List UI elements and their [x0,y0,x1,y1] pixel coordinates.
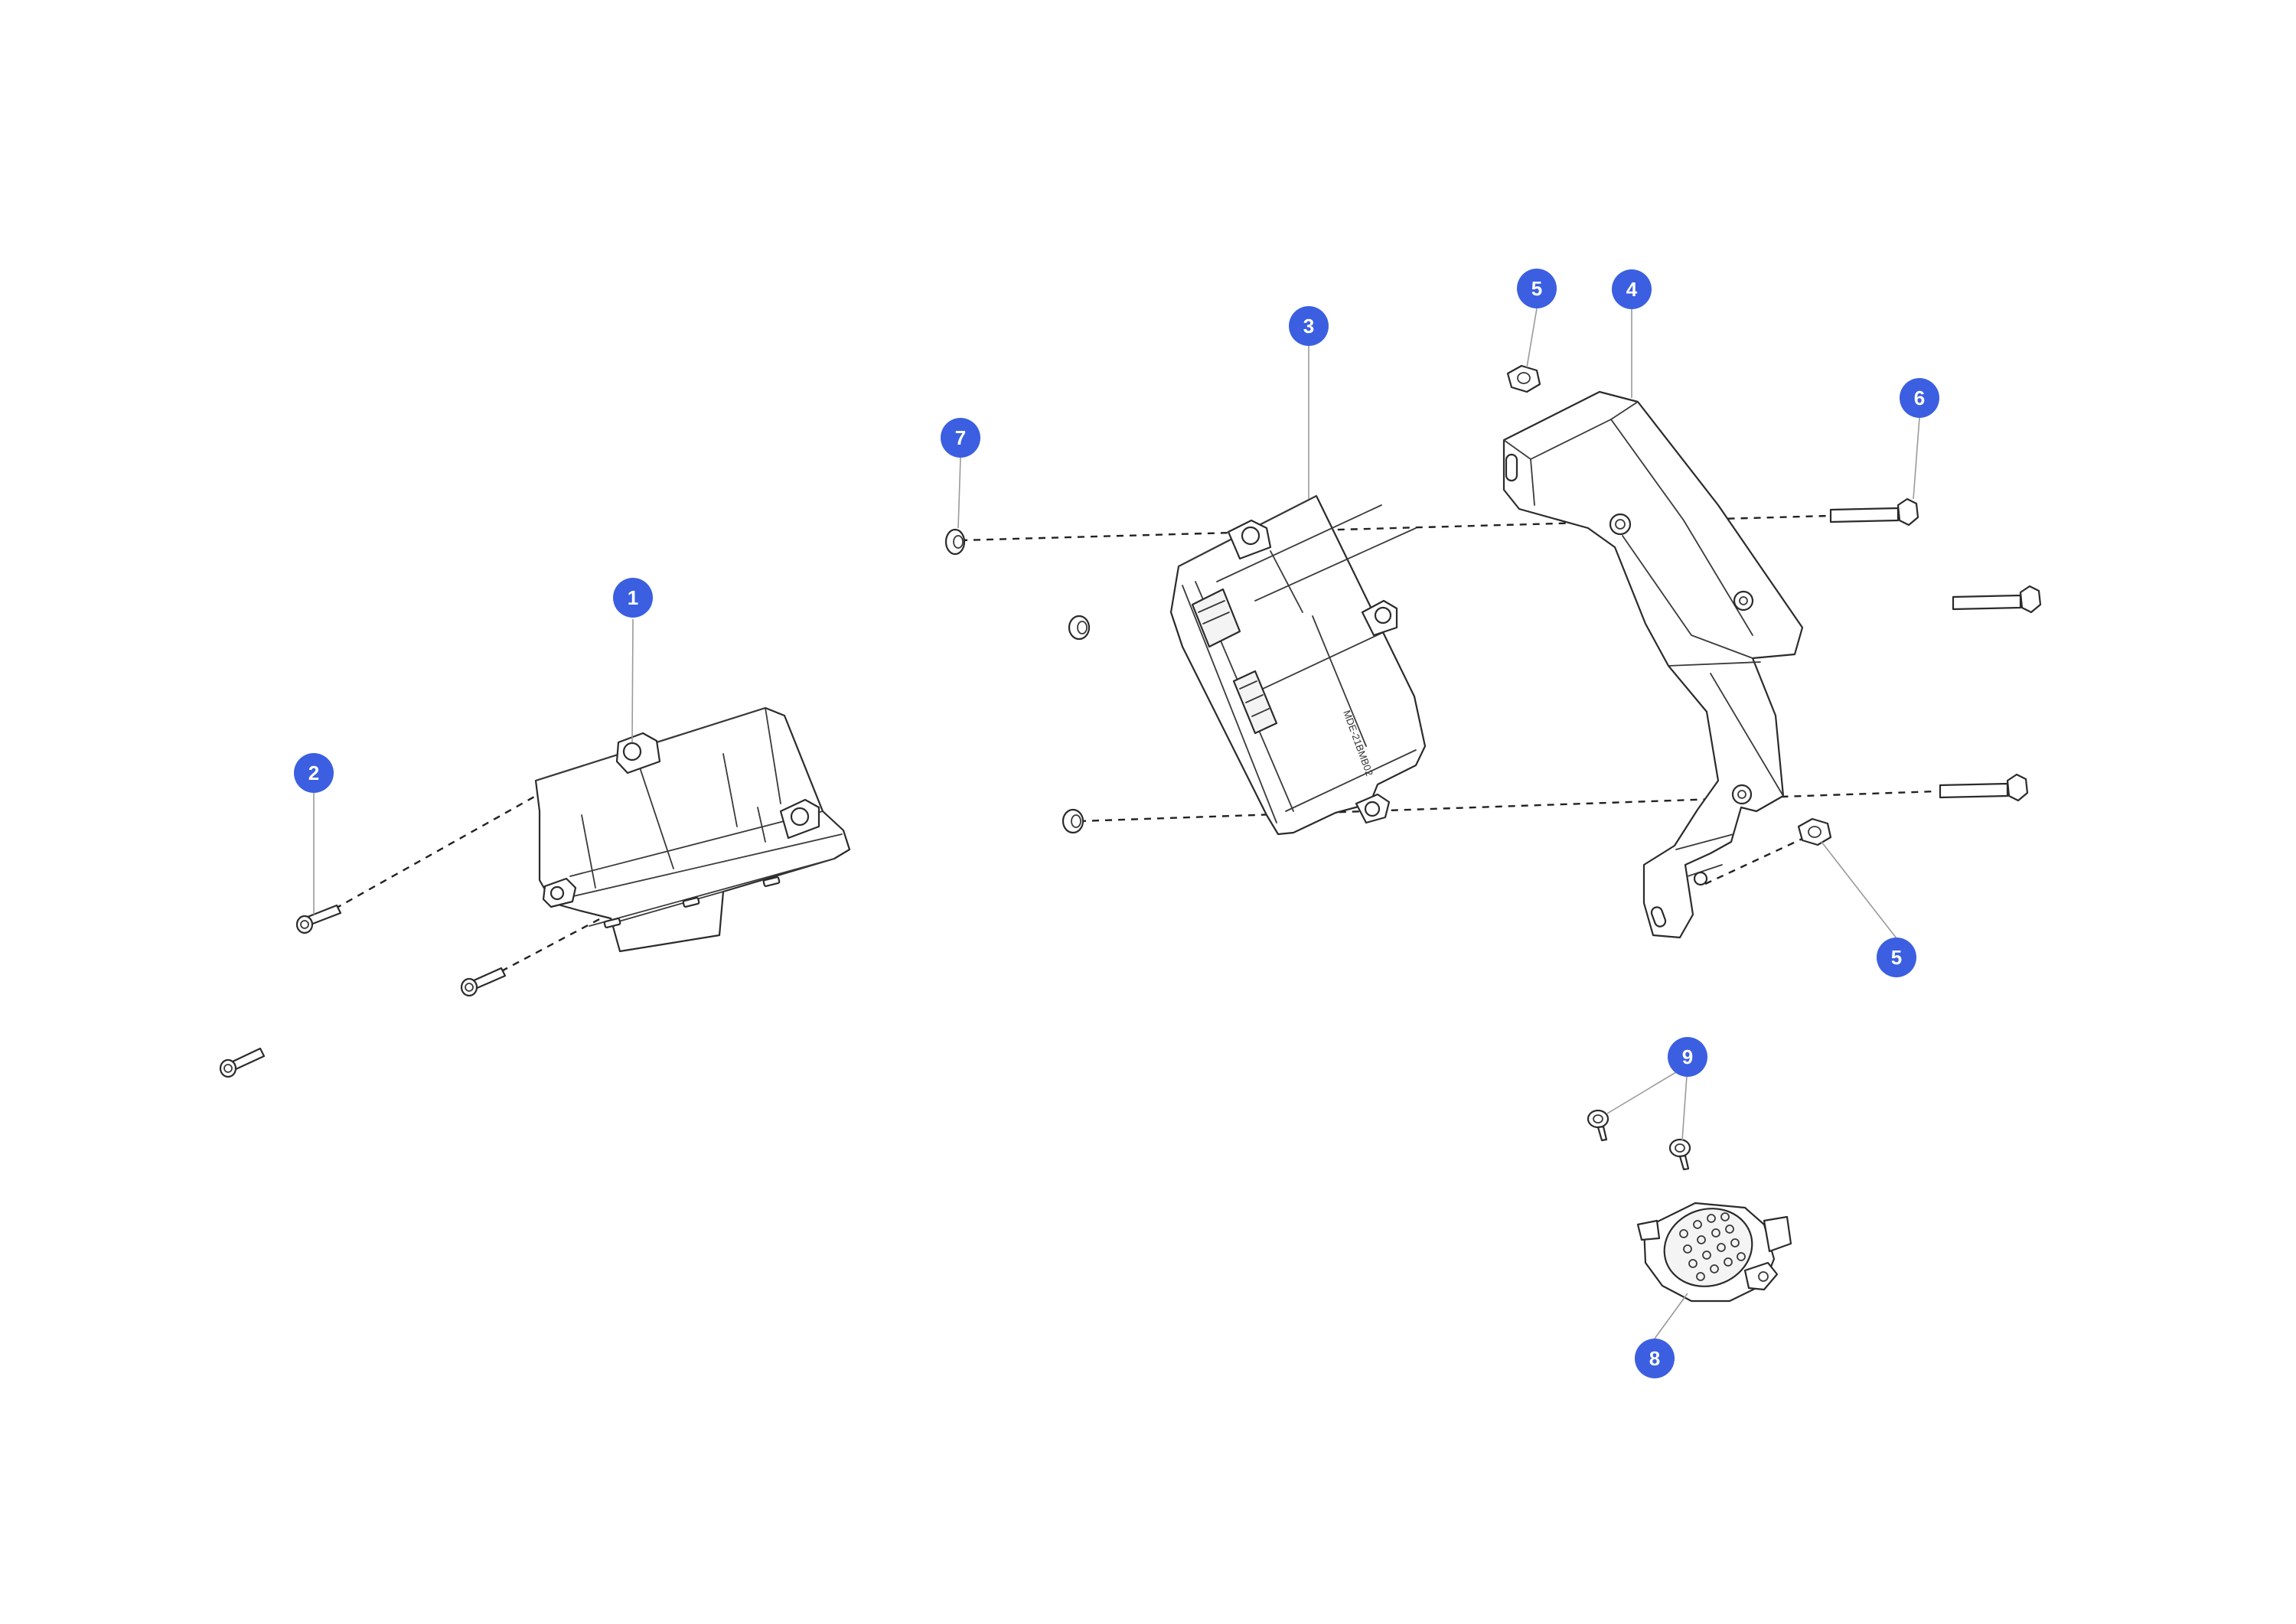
assembly-line-upper [960,514,1830,542]
callout-5-upper: 5 [1517,269,1557,308]
callout-2: 2 [294,753,334,793]
screw-spare [219,1047,266,1078]
bolt-part-6 [1829,497,1919,527]
buzzer-speaker [1636,1202,1792,1303]
screw-part-9-right [1668,1138,1691,1171]
callout-9: 9 [1668,1037,1707,1077]
bolt-lower-right [1939,773,2029,802]
svg-text:3: 3 [1303,315,1314,338]
callout-6: 6 [1900,378,1939,418]
leader-lines [313,308,1920,1339]
callout-7: 7 [941,418,980,458]
electronic-module: MDE-21BMB02 [1169,494,1427,836]
svg-text:1: 1 [628,586,638,609]
svg-text:7: 7 [955,426,966,449]
svg-text:5: 5 [1891,946,1902,969]
grommet-lower [1062,808,1084,834]
buzzer-grille [1679,1212,1746,1281]
callout-1: 1 [613,578,653,618]
svg-text:8: 8 [1649,1347,1660,1370]
nut-part-5-upper [1506,364,1541,393]
callout-8: 8 [1635,1339,1675,1378]
control-unit-housing [534,706,851,953]
grommet-part-7 [944,528,966,556]
svg-text:9: 9 [1682,1045,1693,1068]
grommet-middle [1068,615,1091,641]
callout-5-lower: 5 [1877,938,1916,977]
svg-text:2: 2 [308,761,319,784]
screw-part-2 [295,904,342,934]
screw-part-9-left [1587,1109,1609,1142]
svg-text:4: 4 [1626,278,1638,301]
svg-text:6: 6 [1914,386,1925,409]
callout-3: 3 [1289,306,1329,346]
nut-part-5-lower [1797,817,1832,846]
svg-text:5: 5 [1531,277,1542,300]
assembly-line-lower [1078,790,1937,823]
screw-lower-left [460,967,507,997]
mounting-bracket [1502,390,1804,939]
bolt-middle-right [1952,585,2042,614]
callout-4: 4 [1612,269,1652,309]
